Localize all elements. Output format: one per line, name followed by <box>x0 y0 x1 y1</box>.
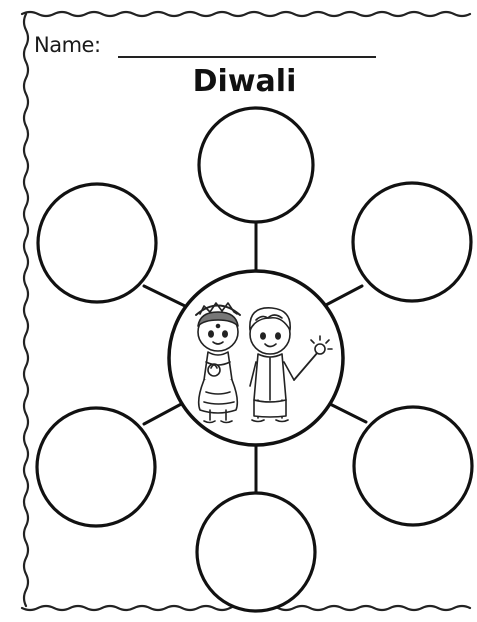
bubble-lower-right[interactable] <box>354 407 472 525</box>
spoke-upper-left <box>144 286 185 306</box>
page-title: Diwali <box>0 64 477 99</box>
spoke-lower-left <box>144 402 185 424</box>
bubble-bottom[interactable] <box>197 493 315 611</box>
spoke-upper-right <box>324 286 362 306</box>
name-label: Name: <box>34 33 101 57</box>
bubble-lower-left[interactable] <box>37 408 155 526</box>
name-input-line[interactable] <box>118 56 376 58</box>
bubble-top[interactable] <box>199 108 313 222</box>
center-bubble <box>169 271 343 445</box>
bubble-upper-left[interactable] <box>38 184 156 302</box>
bubble-upper-right[interactable] <box>353 183 471 301</box>
spoke-lower-right <box>326 402 366 422</box>
